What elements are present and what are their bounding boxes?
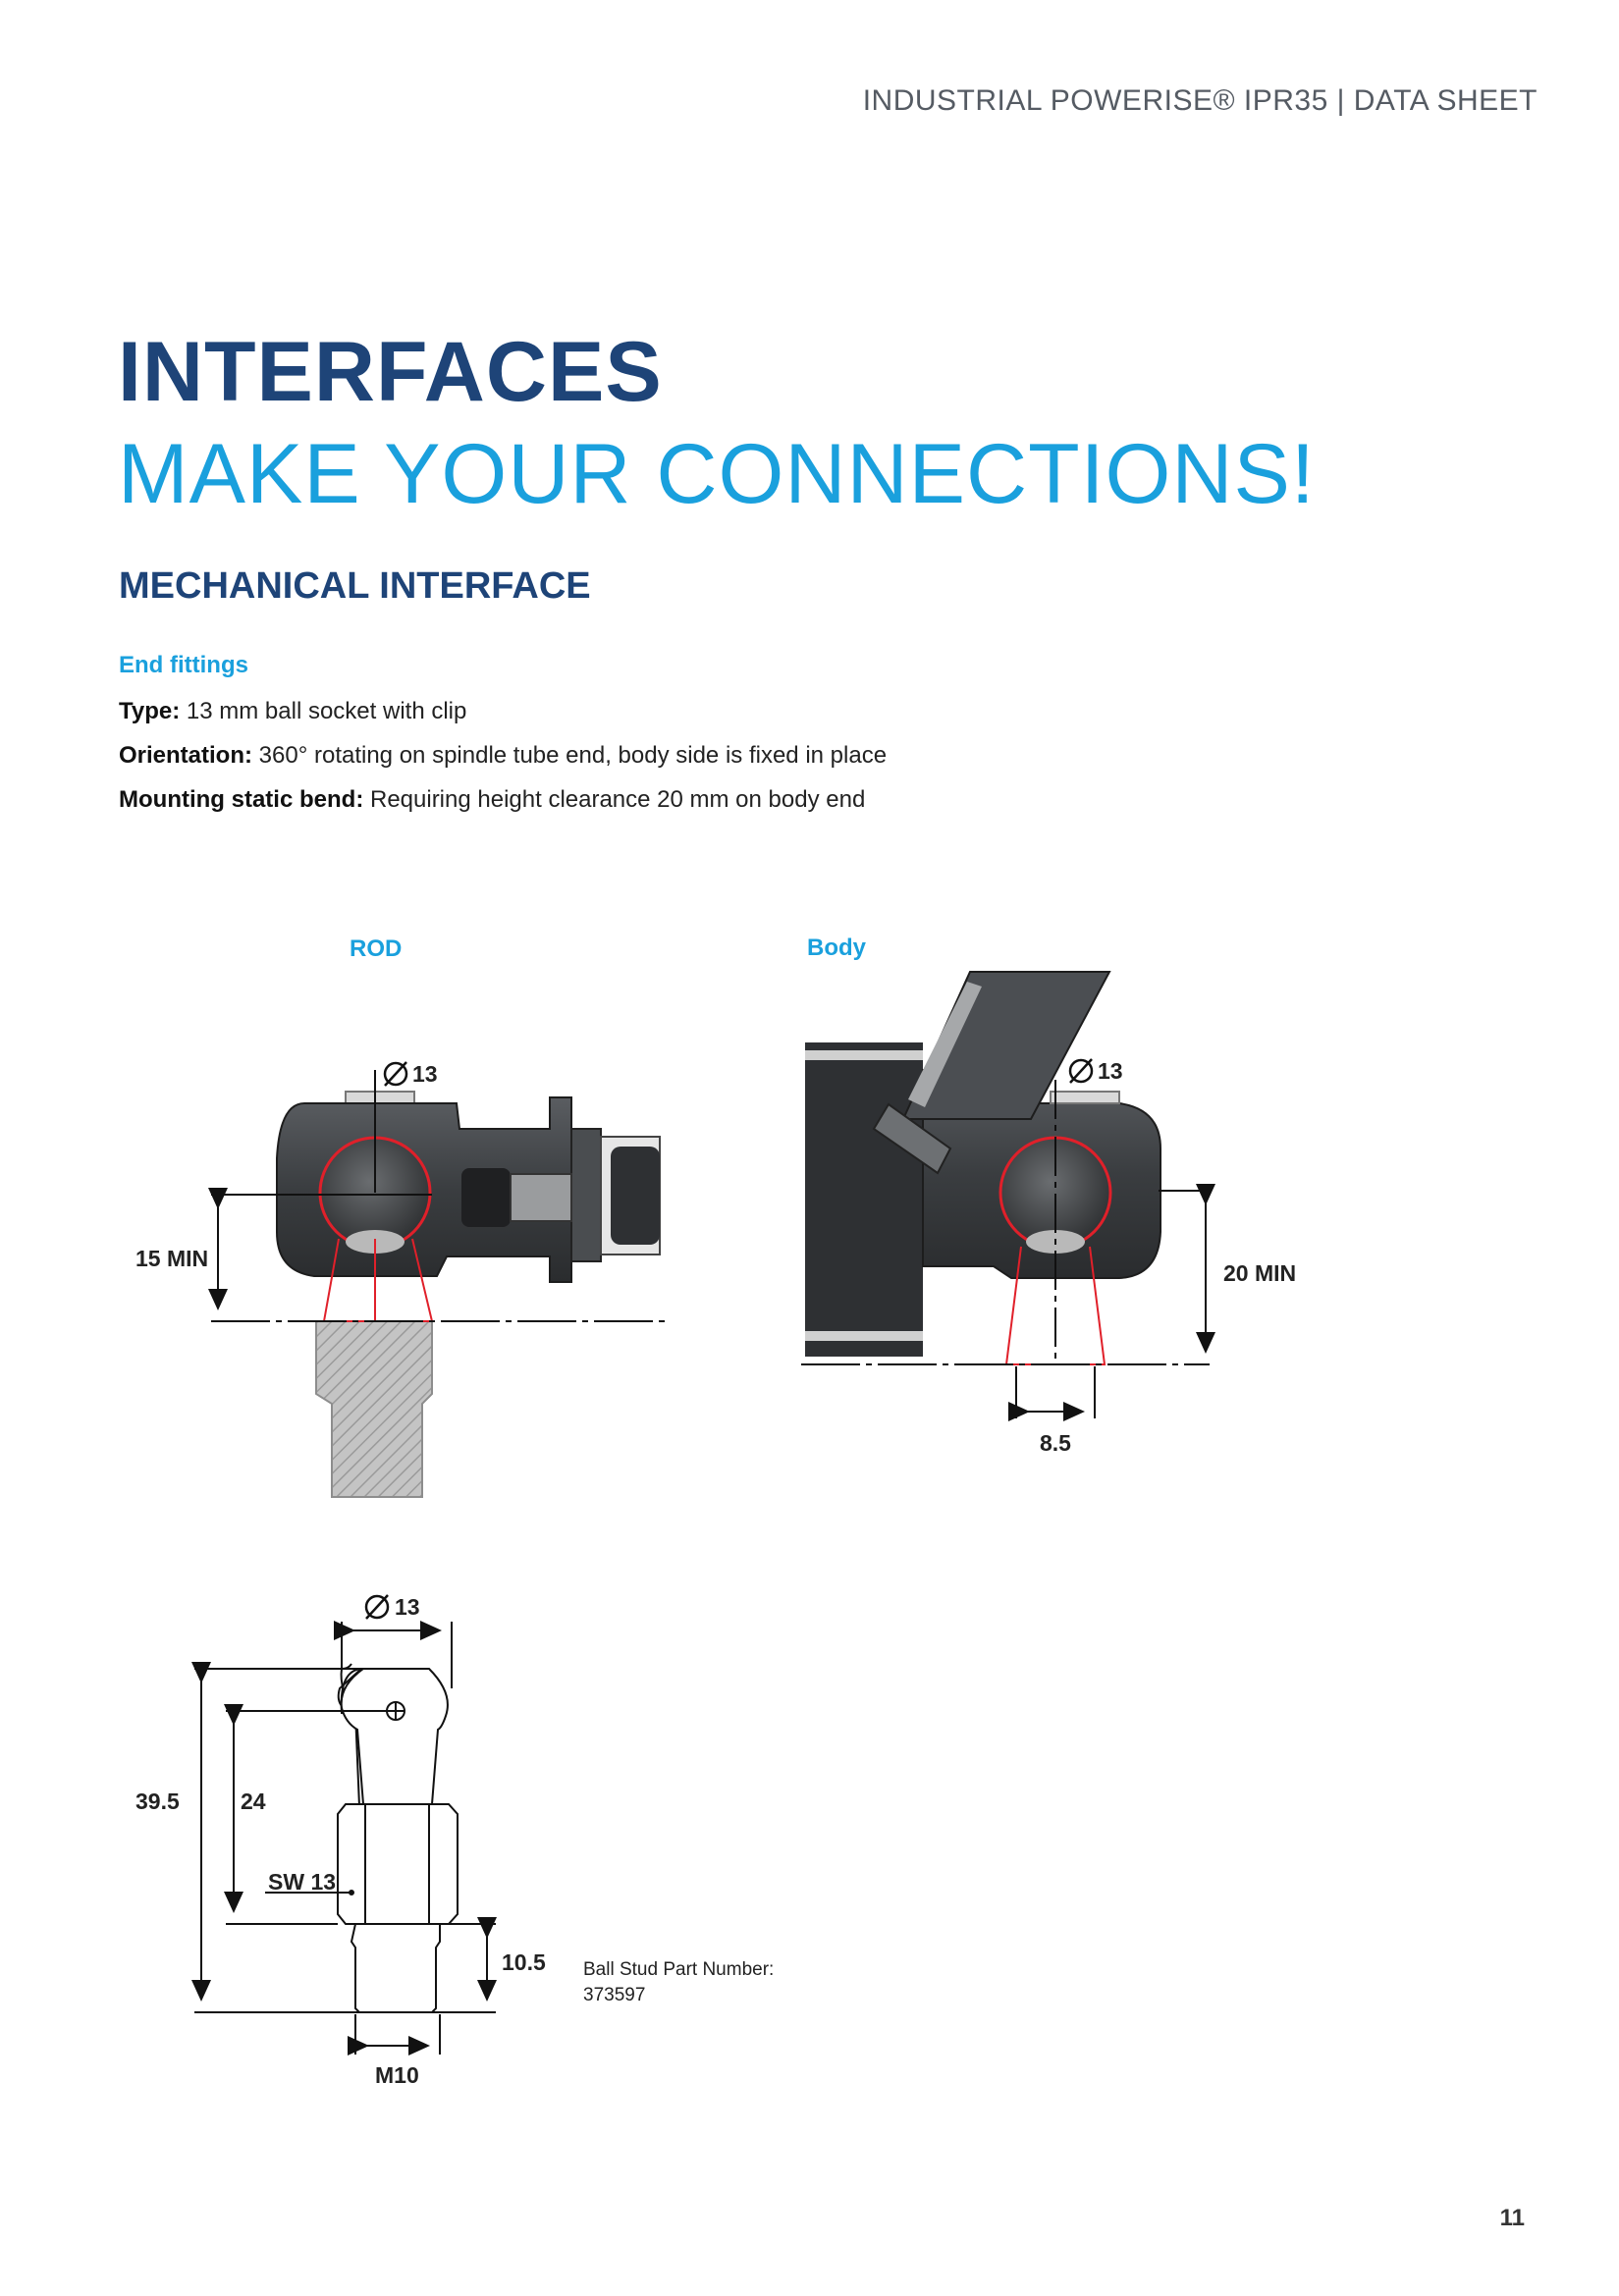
- body-min-height: 20 MIN: [1223, 1260, 1297, 1286]
- rod-diameter: 13: [412, 1061, 438, 1087]
- stud-wrench-size: SW 13: [268, 1869, 337, 1895]
- end-fittings-heading: End fittings: [119, 652, 248, 678]
- rod-label: ROD: [350, 935, 403, 962]
- spec-type-value: 13 mm ball socket with clip: [186, 698, 467, 724]
- stud-thread: M10: [375, 2062, 419, 2088]
- spec-type-label: Type:: [119, 698, 181, 724]
- page-number: 11: [1499, 2205, 1525, 2231]
- rod-min-height: 15 MIN: [135, 1246, 209, 1271]
- body-diagram: [801, 971, 1215, 1421]
- spec-mounting-value: Requiring height clearance 20 mm on body…: [369, 786, 866, 813]
- spec-mounting: Mounting static bend: Requiring height c…: [119, 786, 865, 814]
- ball-stud-diagram: [191, 1594, 497, 2056]
- stud-thread-length: 10.5: [502, 1949, 546, 1975]
- page-subtitle: MAKE YOUR CONNECTIONS!: [118, 427, 1316, 521]
- part-number-label: Ball Stud Part Number:: [583, 1959, 775, 1980]
- stud-total-length: 39.5: [135, 1789, 180, 1814]
- body-width: 8.5: [1040, 1430, 1071, 1456]
- section-title: MECHANICAL INTERFACE: [119, 565, 591, 607]
- spec-orientation: Orientation: 360° rotating on spindle tu…: [119, 742, 887, 770]
- spec-mounting-label: Mounting static bend:: [119, 786, 364, 813]
- stud-center-height: 24: [241, 1789, 266, 1814]
- ball-stud-part-number: Ball Stud Part Number: 373597: [583, 1957, 774, 2008]
- document-header: INDUSTRIAL POWERISE® IPR35 | DATA SHEET: [862, 84, 1538, 117]
- spec-orientation-label: Orientation:: [119, 742, 252, 769]
- stud-diameter: 13: [395, 1594, 420, 1620]
- body-label: Body: [807, 934, 866, 961]
- page-title: INTERFACES: [118, 325, 663, 419]
- rod-diagram: [208, 1061, 668, 1498]
- part-number-value: 373597: [583, 1985, 646, 2005]
- spec-orientation-value: 360° rotating on spindle tube end, body …: [258, 742, 888, 769]
- spec-type: Type: 13 mm ball socket with clip: [119, 698, 466, 725]
- body-diameter: 13: [1098, 1058, 1123, 1084]
